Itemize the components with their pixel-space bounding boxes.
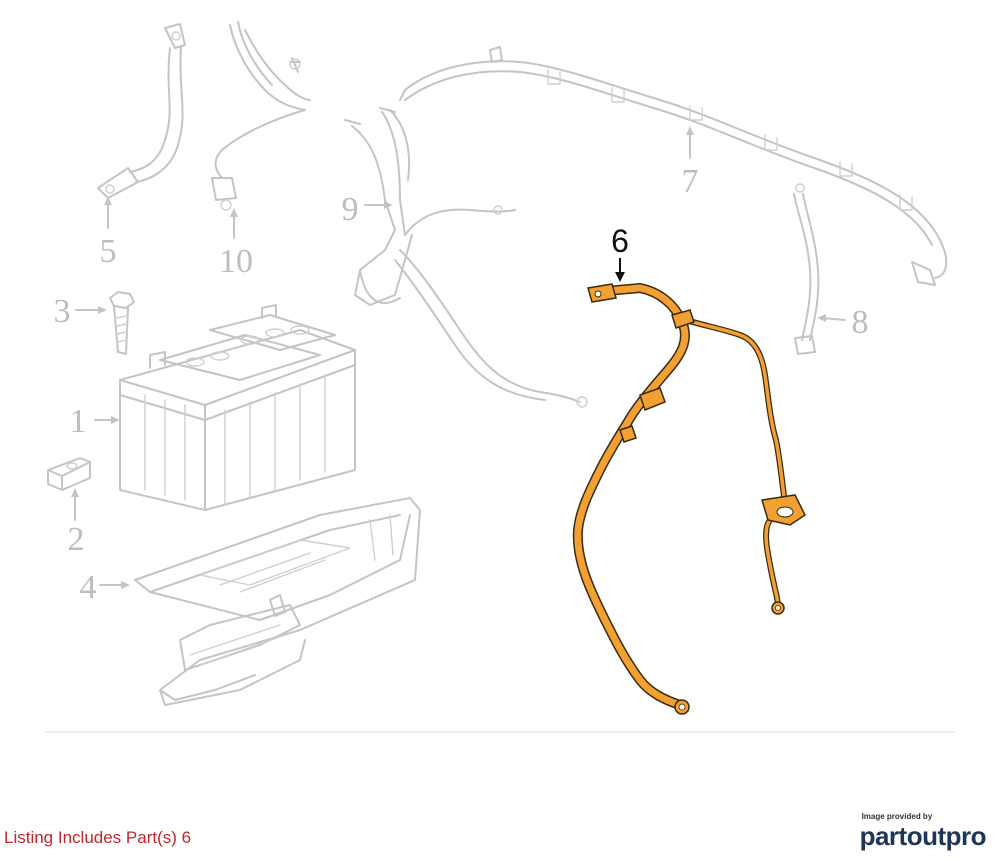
callout-labels: 1 2 3 4 5 6 7 8 9 10: [54, 163, 869, 606]
callout-8: 8: [852, 304, 869, 341]
callout-1: 1: [70, 403, 87, 440]
part-bolt: [109, 291, 135, 355]
part-harness-9: [344, 107, 588, 408]
listing-note: Listing Includes Part(s) 6: [4, 828, 192, 847]
callout-4: 4: [80, 569, 97, 606]
provider-credit: Image provided by partoutpro: [859, 812, 987, 852]
callout-2: 2: [68, 521, 85, 558]
provider-caption: Image provided by: [861, 812, 933, 821]
part-battery-tray: [134, 497, 421, 706]
part-battery: [119, 304, 356, 511]
part-cable-10: [211, 21, 311, 211]
provider-logo: partoutpro: [859, 821, 987, 851]
part-cable-5: [97, 23, 186, 199]
callout-leaders: [71, 126, 846, 589]
callout-9: 9: [342, 191, 359, 228]
part-hold-down: [47, 457, 91, 491]
callout-7: 7: [682, 163, 699, 200]
callout-5: 5: [100, 233, 117, 270]
part-cable-6-highlighted: [572, 283, 806, 715]
callout-10: 10: [219, 243, 253, 280]
callout-6: 6: [611, 223, 629, 259]
callout-3: 3: [54, 293, 71, 330]
part-harness-7: [399, 46, 948, 286]
part-strap-8: [793, 183, 820, 355]
